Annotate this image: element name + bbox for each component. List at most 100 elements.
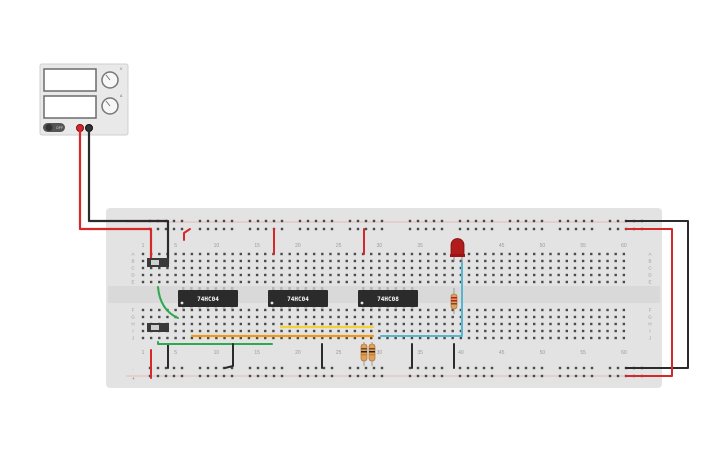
rail-hole[interactable] xyxy=(566,219,570,223)
rail-hole[interactable] xyxy=(474,374,478,378)
hole[interactable] xyxy=(427,273,430,277)
hole[interactable] xyxy=(500,259,503,263)
hole[interactable] xyxy=(370,329,373,333)
rail-hole[interactable] xyxy=(214,219,218,223)
resistor-pulldown-1[interactable] xyxy=(360,342,368,366)
hole[interactable] xyxy=(459,280,463,284)
rail-hole[interactable] xyxy=(322,227,326,231)
hole[interactable] xyxy=(508,273,511,277)
hole[interactable] xyxy=(223,322,226,326)
hole[interactable] xyxy=(378,273,381,277)
hole[interactable] xyxy=(280,322,283,326)
rail-hole[interactable] xyxy=(264,374,268,378)
hole[interactable] xyxy=(590,322,593,326)
hole[interactable] xyxy=(557,315,560,319)
rail-hole[interactable] xyxy=(524,219,528,223)
hole[interactable] xyxy=(264,252,267,256)
hole[interactable] xyxy=(484,273,487,277)
hole[interactable] xyxy=(557,336,560,340)
rail-hole[interactable] xyxy=(482,374,486,378)
hole[interactable] xyxy=(590,266,593,270)
hole[interactable] xyxy=(394,273,397,277)
hole[interactable] xyxy=(606,329,609,333)
hole[interactable] xyxy=(198,266,202,270)
led[interactable] xyxy=(450,238,465,262)
hole[interactable] xyxy=(533,252,536,256)
rail-hole[interactable] xyxy=(408,219,412,223)
hole[interactable] xyxy=(614,329,617,333)
hole[interactable] xyxy=(459,322,463,326)
hole[interactable] xyxy=(272,336,275,340)
hole[interactable] xyxy=(484,280,487,284)
rail-hole[interactable] xyxy=(256,219,260,223)
hole[interactable] xyxy=(264,322,267,326)
rail-hole[interactable] xyxy=(180,219,184,223)
hole[interactable] xyxy=(581,308,585,312)
hole[interactable] xyxy=(475,259,479,263)
hole[interactable] xyxy=(492,273,495,277)
rail-hole[interactable] xyxy=(256,374,260,378)
hole[interactable] xyxy=(581,315,585,319)
hole[interactable] xyxy=(622,252,626,256)
hole[interactable] xyxy=(573,266,577,270)
hole[interactable] xyxy=(475,308,479,312)
hole[interactable] xyxy=(353,273,357,277)
hole[interactable] xyxy=(500,322,503,326)
hole[interactable] xyxy=(524,308,528,312)
hole[interactable] xyxy=(451,329,454,333)
rail-hole[interactable] xyxy=(222,227,226,231)
hole[interactable] xyxy=(255,252,259,256)
hole[interactable] xyxy=(141,280,145,284)
rail-hole[interactable] xyxy=(466,366,470,370)
hole[interactable] xyxy=(272,322,275,326)
hole[interactable] xyxy=(370,266,373,270)
hole[interactable] xyxy=(581,280,585,284)
rail-hole[interactable] xyxy=(364,227,368,231)
rail-hole[interactable] xyxy=(172,374,176,378)
hole[interactable] xyxy=(141,308,145,312)
hole[interactable] xyxy=(215,308,218,312)
hole[interactable] xyxy=(182,273,185,277)
hole[interactable] xyxy=(247,329,251,333)
rail-hole[interactable] xyxy=(558,227,562,231)
hole[interactable] xyxy=(158,336,161,340)
hole[interactable] xyxy=(312,266,316,270)
hole[interactable] xyxy=(304,259,308,263)
hole[interactable] xyxy=(345,315,348,319)
rail-hole[interactable] xyxy=(490,366,494,370)
rail-hole[interactable] xyxy=(380,227,384,231)
hole[interactable] xyxy=(304,266,308,270)
hole[interactable] xyxy=(247,266,251,270)
hole[interactable] xyxy=(255,266,259,270)
hole[interactable] xyxy=(492,308,495,312)
ic-chip[interactable]: 74HC04 xyxy=(178,287,238,309)
rail-hole[interactable] xyxy=(590,374,594,378)
hole[interactable] xyxy=(386,266,389,270)
hole[interactable] xyxy=(337,315,340,319)
rail-hole[interactable] xyxy=(424,219,428,223)
hole[interactable] xyxy=(606,315,609,319)
hole[interactable] xyxy=(378,329,381,333)
rail-hole[interactable] xyxy=(314,227,318,231)
hole[interactable] xyxy=(239,329,242,333)
rail-hole[interactable] xyxy=(330,219,334,223)
rail-hole[interactable] xyxy=(590,227,594,231)
hole[interactable] xyxy=(516,280,520,284)
rail-hole[interactable] xyxy=(482,219,486,223)
hole[interactable] xyxy=(386,252,389,256)
hole[interactable] xyxy=(524,322,528,326)
rail-hole[interactable] xyxy=(432,227,436,231)
rail-hole[interactable] xyxy=(458,366,462,370)
hole[interactable] xyxy=(484,259,487,263)
rail-hole[interactable] xyxy=(566,227,570,231)
hole[interactable] xyxy=(321,252,324,256)
hole[interactable] xyxy=(288,259,291,263)
hole[interactable] xyxy=(524,273,528,277)
hole[interactable] xyxy=(353,329,357,333)
hole[interactable] xyxy=(337,336,340,340)
hole[interactable] xyxy=(141,315,145,319)
hole[interactable] xyxy=(533,315,536,319)
hole[interactable] xyxy=(418,259,422,263)
hole[interactable] xyxy=(557,308,560,312)
hole[interactable] xyxy=(329,322,332,326)
